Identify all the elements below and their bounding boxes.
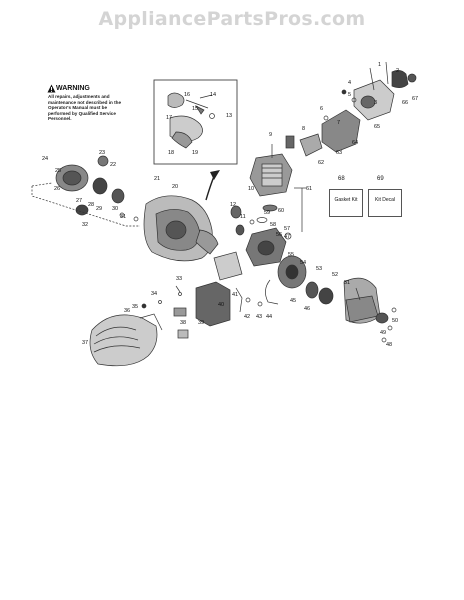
callout-48: 48 [386,342,392,348]
callout-62: 62 [318,160,324,166]
callout-17: 17 [166,115,172,121]
gasket-kit-number: 68 [338,176,345,182]
callout-23: 23 [99,150,105,156]
callout-54: 54 [300,260,306,266]
callout-9: 9 [269,132,272,138]
callout-65: 65 [374,124,380,130]
callout-50: 50 [392,318,398,324]
callout-63: 63 [336,150,342,156]
kit-decal-box: Kit Decal [368,189,402,217]
callout-46: 46 [304,306,310,312]
callout-43: 43 [256,314,262,320]
callout-31: 31 [120,214,126,220]
callout-57: 57 [284,226,290,232]
callout-59: 59 [264,210,270,216]
callout-58: 58 [270,222,276,228]
callout-53: 53 [316,266,322,272]
callout-41: 41 [232,292,238,298]
callout-66: 66 [402,100,408,106]
flywheel-assembly [235,255,334,313]
callout-2: 2 [396,68,399,74]
callout-20: 20 [172,184,178,190]
callout-25: 25 [55,168,61,174]
callout-49: 49 [380,330,386,336]
callout-28: 28 [88,202,94,208]
callout-61: 61 [306,186,312,192]
callout-42: 42 [244,314,250,320]
callout-5: 5 [348,92,351,98]
gasket-kit-label: Gasket Kit [334,197,358,203]
muffler-assembly [299,61,417,157]
watermark: AppliancePartsPros.com [98,8,366,30]
callout-44: 44 [266,314,272,320]
callout-34: 34 [151,291,157,297]
callout-60: 60 [278,208,284,214]
inset-detail-box [153,79,238,165]
callout-67: 67 [412,96,418,102]
callout-6: 6 [320,106,323,112]
callout-4: 4 [348,80,351,86]
callout-8: 8 [302,126,305,132]
callout-13: 13 [226,113,232,119]
carburetor-detail [167,92,215,149]
callout-33: 33 [176,276,182,282]
callout-18: 18 [168,150,174,156]
callout-35: 35 [132,304,138,310]
callout-32: 32 [82,222,88,228]
callout-51: 51 [344,280,350,286]
callout-38: 38 [180,320,186,326]
callout-36: 36 [124,308,130,314]
gasket-kit-box: Gasket Kit [329,189,363,217]
kit-decal-label: Kit Decal [375,197,396,203]
callout-14: 14 [210,92,216,98]
callout-21: 21 [154,176,160,182]
cylinder-assembly [249,135,306,232]
callout-40: 40 [218,302,224,308]
callout-47: 47 [284,234,290,240]
callout-12: 12 [230,202,236,208]
callout-7: 7 [337,120,340,126]
callout-15: 15 [192,106,198,112]
callout-16: 16 [184,92,190,98]
callout-29: 29 [96,206,102,212]
warning-title: WARNING [56,85,90,92]
callout-27: 27 [76,198,82,204]
recoil-assembly [31,155,140,227]
callout-19: 19 [192,150,198,156]
callout-37: 37 [82,340,88,346]
callout-22: 22 [110,162,116,168]
callout-10: 10 [248,186,254,192]
kit-decal-number: 69 [377,176,384,182]
callout-1: 1 [378,62,381,68]
warning-triangle-icon [47,84,56,93]
callout-11: 11 [240,214,246,220]
callout-55: 55 [288,252,294,258]
callout-52: 52 [332,272,338,278]
crankcase-housing [143,195,219,262]
warning-text: All repairs, adjustments and maintenance… [48,94,122,122]
callout-30: 30 [112,206,118,212]
callout-24: 24 [42,156,48,162]
air-filter-cover [89,300,163,367]
callout-64: 64 [352,140,358,146]
clutch-housing [343,277,397,343]
callout-45: 45 [290,298,296,304]
callout-39: 39 [198,320,204,326]
fuel-tank-assembly [173,251,243,339]
crankshaft-assembly [230,205,292,267]
callout-26: 26 [54,186,60,192]
callout-56: 56 [276,232,282,238]
callout-3: 3 [374,100,377,106]
